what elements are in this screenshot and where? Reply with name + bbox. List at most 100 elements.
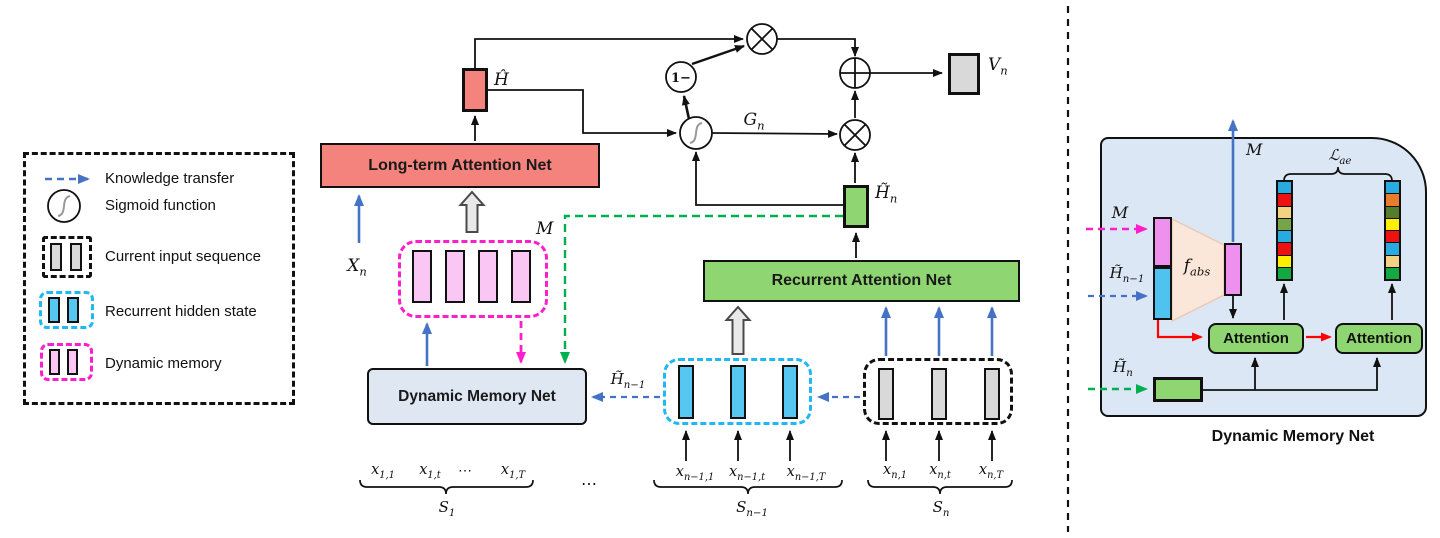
- memory-cell: [1278, 194, 1291, 207]
- panel-m-in-label: M: [1111, 203, 1129, 222]
- memory-cell: [1386, 206, 1399, 219]
- x-n-T-label: xn,T: [978, 462, 1004, 481]
- l-ae-label: ℒae: [1328, 146, 1352, 167]
- h-hat-bar: [462, 68, 488, 112]
- legend-current-input-icon: [42, 236, 92, 278]
- legend-cyan-bar-2: [67, 297, 79, 323]
- memory-slot-2: [445, 250, 465, 303]
- attention-box-right: Attention: [1335, 323, 1423, 354]
- v-n-label: Vn: [988, 55, 1008, 78]
- hidden-bar-3: [782, 365, 798, 419]
- h-tilde-label: H̃n: [875, 183, 898, 206]
- legend-label-hidden-state: Recurrent hidden state: [105, 303, 257, 320]
- underbrace-sn: [867, 479, 1013, 495]
- edge-htilde-to-sigmoid: [692, 151, 843, 206]
- one-minus-node: [665, 61, 697, 93]
- x-1-t-label: x1,t: [419, 462, 441, 481]
- x-1-T-label: x1,T: [500, 462, 526, 481]
- legend-label-current-input: Current input sequence: [105, 248, 261, 265]
- sigmoid-node-curve: [689, 122, 703, 144]
- s-n-1-label: Sn−1: [736, 498, 768, 519]
- memory-slot-4: [511, 250, 531, 303]
- g-n-label: Gn: [743, 110, 765, 133]
- underbrace-s1: [359, 479, 534, 495]
- x-1-dots: ⋯: [458, 462, 472, 478]
- edge-sigmoid-to-mul2: [711, 129, 838, 138]
- one-minus-label: 1−: [671, 71, 691, 86]
- hidden-bar-1: [678, 365, 694, 419]
- x-1-1-label: x1,1: [371, 462, 395, 481]
- edge-oneminus-to-mul1: [691, 44, 745, 66]
- memory-cell: [1278, 182, 1291, 195]
- memory-cell: [1278, 243, 1291, 256]
- input-bar-1: [878, 368, 894, 420]
- memory-cell: [1278, 231, 1291, 244]
- memory-column-right: [1384, 180, 1401, 281]
- sequence-separator-dots: ⋯: [581, 476, 597, 493]
- long-term-attention-net: Long-term Attention Net: [320, 143, 600, 188]
- memory-cell: [1386, 255, 1399, 268]
- legend-label-sigmoid: Sigmoid function: [105, 197, 216, 214]
- input-bar-3: [984, 368, 1000, 420]
- legend-dynamic-memory-icon: [40, 343, 93, 381]
- panel-m-out-label: M: [1246, 140, 1263, 159]
- memory-cell: [1278, 218, 1291, 231]
- panel-abstract-bar: [1224, 243, 1242, 296]
- edge-mul1-to-add: [777, 38, 859, 57]
- s-n-label: Sn: [932, 498, 950, 519]
- multiply-node-right-x2: [843, 123, 867, 147]
- memory-cell: [1386, 194, 1399, 207]
- memory-cell: [1278, 206, 1291, 219]
- s-1-label: S1: [438, 498, 456, 519]
- memory-cell: [1386, 267, 1399, 279]
- h-hat-label: Ĥn: [494, 70, 509, 90]
- legend-cyan-bar-1: [48, 297, 60, 323]
- block-arrow-memory-to-longterm: [458, 190, 486, 233]
- f-abs-label: fabs: [1183, 256, 1211, 279]
- memory-column-left: [1276, 180, 1293, 281]
- memory-cell: [1386, 182, 1399, 195]
- legend-pink-bar-2: [67, 349, 78, 375]
- memory-slot-1: [412, 250, 432, 303]
- sigmoid-icon-curve: [57, 195, 71, 217]
- x-n-label: Xn: [347, 256, 367, 279]
- panel-h-tilde-prev-label: H̃n−1: [1109, 264, 1145, 285]
- legend-pink-bar-1: [49, 349, 60, 375]
- panel-h-tilde-n-bar: [1153, 377, 1203, 402]
- attention-left-label: Attention: [1223, 330, 1289, 347]
- edge-hhat-to-sigmoid: [488, 89, 677, 137]
- overbrace-lae: [1283, 166, 1393, 182]
- input-bar-2: [931, 368, 947, 420]
- panel-memory-bar: [1153, 217, 1172, 267]
- memory-cell: [1386, 218, 1399, 231]
- memory-cell: [1278, 255, 1291, 268]
- legend-gray-bar-1: [50, 243, 62, 271]
- recurrent-attention-net-label: Recurrent Attention Net: [771, 272, 952, 289]
- attention-box-left: Attention: [1208, 323, 1304, 354]
- panel-hidden-bar: [1153, 267, 1172, 320]
- multiply-node-top-x2: [750, 27, 774, 51]
- input-sequence-box: [863, 358, 1013, 425]
- hidden-bar-2: [730, 365, 746, 419]
- legend-gray-bar-2: [70, 243, 82, 271]
- memory-slot-3: [478, 250, 498, 303]
- legend-hidden-state-icon: [39, 291, 94, 329]
- memory-box: [398, 240, 548, 318]
- hidden-state-box: [663, 358, 812, 425]
- dynamic-memory-net-label: Dynamic Memory Net: [398, 387, 556, 405]
- dynamic-memory-net: Dynamic Memory Net: [367, 368, 587, 425]
- memory-cell: [1386, 243, 1399, 256]
- memory-cell: [1278, 267, 1291, 279]
- x-n-t-label: xn,t: [929, 462, 951, 481]
- x-n1-t-label: xn−1,t: [728, 464, 766, 483]
- panel-greenbar-to-attention2: [1203, 357, 1381, 391]
- x-n1-T-label: xn−1,T: [786, 464, 826, 483]
- attention-right-label: Attention: [1346, 330, 1412, 347]
- legend-label-knowledge-transfer: Knowledge transfer: [105, 170, 235, 187]
- panel-caption: Dynamic Memory Net: [1211, 428, 1375, 445]
- long-term-attention-net-label: Long-term Attention Net: [368, 156, 552, 174]
- block-arrow-hidden-to-recurrent: [724, 305, 752, 355]
- edge-htilde-to-dmn-green-dashed: [560, 214, 843, 364]
- edge-sigmoid-to-oneminus: [682, 95, 691, 120]
